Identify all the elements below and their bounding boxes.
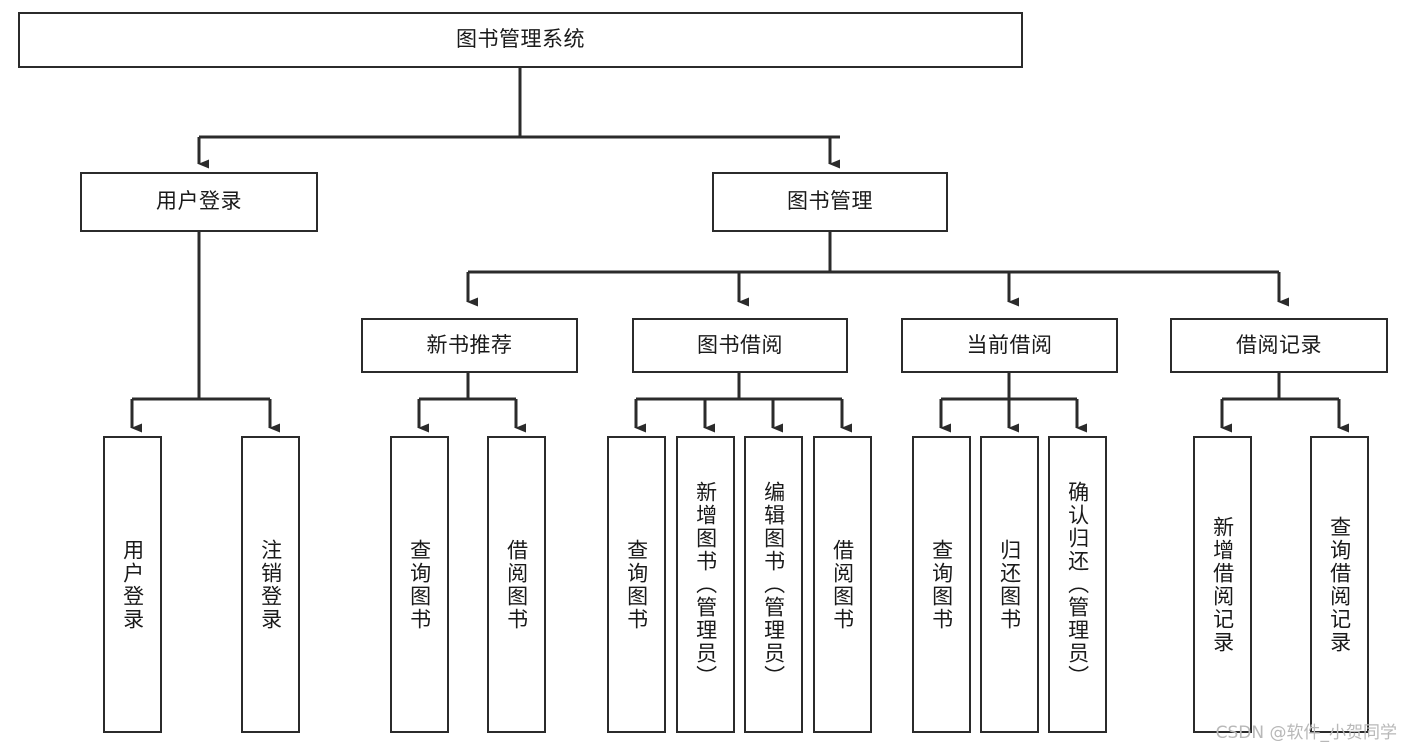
node-label: 编辑图书（管理员） [761, 481, 786, 688]
node-label: 图书借阅 [697, 332, 783, 357]
node-new-book-recommend[interactable]: 新书推荐 [361, 318, 578, 373]
node-label: 借阅记录 [1236, 332, 1322, 357]
node-current-borrow[interactable]: 当前借阅 [901, 318, 1118, 373]
leaf-book-borrow-lend[interactable]: 借阅图书 [813, 436, 872, 733]
node-label: 注销登录 [258, 538, 283, 631]
leaf-current-borrow-return[interactable]: 归还图书 [980, 436, 1039, 733]
node-label: 图书管理 [787, 189, 873, 214]
node-label: 新增图书（管理员） [693, 481, 718, 688]
node-label: 借阅图书 [504, 538, 529, 631]
leaf-book-borrow-query[interactable]: 查询图书 [607, 436, 666, 733]
leaf-user-login-signin[interactable]: 用户登录 [103, 436, 162, 733]
node-label: 查询图书 [407, 538, 432, 631]
node-label: 查询图书 [624, 538, 649, 631]
leaf-book-borrow-add[interactable]: 新增图书（管理员） [676, 436, 735, 733]
leaf-user-login-signout[interactable]: 注销登录 [241, 436, 300, 733]
leaf-borrow-record-add[interactable]: 新增借阅记录 [1193, 436, 1252, 733]
node-user-login[interactable]: 用户登录 [80, 172, 318, 232]
node-label: 确认归还（管理员） [1065, 481, 1090, 688]
node-label: 新增借阅记录 [1210, 515, 1235, 654]
leaf-book-borrow-edit[interactable]: 编辑图书（管理员） [744, 436, 803, 733]
leaf-current-borrow-confirm-return[interactable]: 确认归还（管理员） [1048, 436, 1107, 733]
node-borrow-record[interactable]: 借阅记录 [1170, 318, 1388, 373]
node-label: 用户登录 [156, 189, 242, 214]
node-label: 查询借阅记录 [1327, 515, 1352, 654]
node-book-borrow[interactable]: 图书借阅 [632, 318, 848, 373]
node-root-book-management-system[interactable]: 图书管理系统 [18, 12, 1023, 68]
node-book-management[interactable]: 图书管理 [712, 172, 948, 232]
leaf-new-book-borrow[interactable]: 借阅图书 [487, 436, 546, 733]
node-label: 当前借阅 [966, 332, 1053, 357]
node-label: 新书推荐 [426, 332, 513, 357]
node-label: 归还图书 [997, 538, 1022, 631]
leaf-new-book-query[interactable]: 查询图书 [390, 436, 449, 733]
leaf-current-borrow-query[interactable]: 查询图书 [912, 436, 971, 733]
node-label: 图书管理系统 [456, 27, 585, 52]
node-label: 用户登录 [120, 538, 145, 631]
node-label: 查询图书 [929, 538, 954, 631]
leaf-borrow-record-query[interactable]: 查询借阅记录 [1310, 436, 1369, 733]
node-label: 借阅图书 [830, 538, 855, 631]
